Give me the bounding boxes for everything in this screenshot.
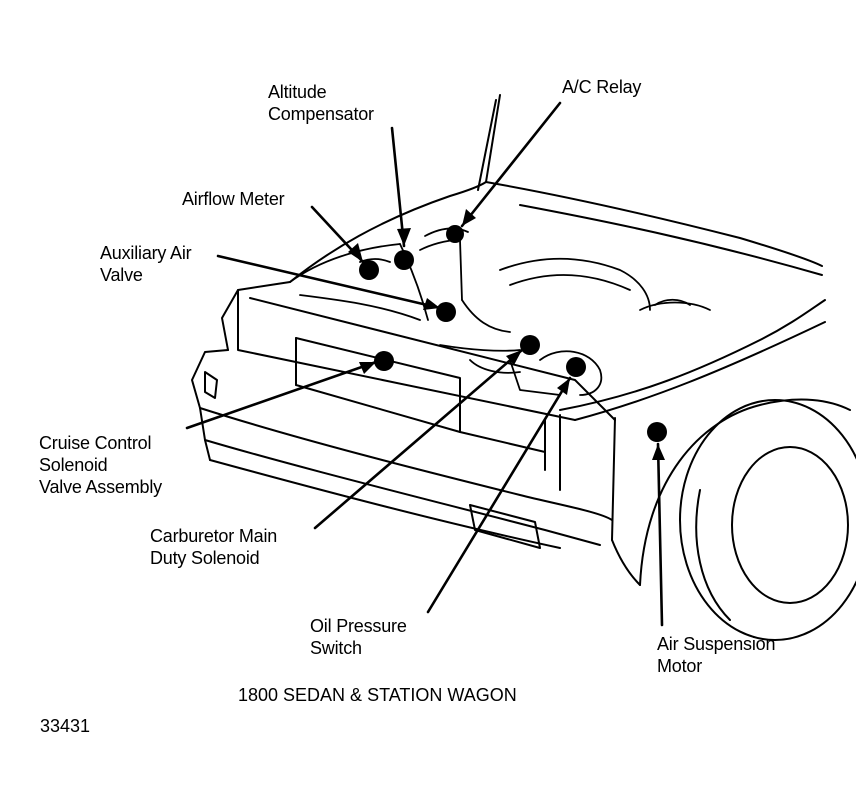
front-wheel xyxy=(679,399,856,641)
leader-oil-pressure xyxy=(426,376,572,614)
arrowhead-cruise xyxy=(359,362,376,374)
figure-caption: 1800 SEDAN & STATION WAGON xyxy=(238,685,517,705)
marker-ac-relay xyxy=(446,225,464,243)
label-cruise-control: Cruise Control Solenoid Valve Assembly xyxy=(39,432,162,498)
marker-oil-pressure xyxy=(566,357,586,377)
label-line: Motor xyxy=(657,656,703,676)
label-line: A/C Relay xyxy=(562,77,642,97)
label-airflow-meter: Airflow Meter xyxy=(182,188,285,210)
label-altitude-compensator: Altitude Compensator xyxy=(268,81,374,125)
label-line: Oil Pressure xyxy=(310,616,407,636)
label-line: Solenoid xyxy=(39,455,108,475)
arrowhead-oil xyxy=(557,378,570,395)
raised-hood xyxy=(289,94,501,283)
label-line: Valve Assembly xyxy=(39,477,162,497)
arrowhead-ac-relay xyxy=(462,209,476,226)
arrowhead-airflow xyxy=(348,243,363,262)
label-line: Cruise Control xyxy=(39,433,152,453)
grille xyxy=(237,289,616,491)
label-line: Valve xyxy=(100,265,143,285)
marker-air-suspension xyxy=(647,422,667,442)
leader-cruise-control xyxy=(185,360,378,430)
arrowhead-air-susp xyxy=(652,444,665,460)
label-oil-pressure-switch: Oil Pressure Switch xyxy=(310,615,407,659)
arrowheads xyxy=(348,209,665,460)
label-line: Carburetor Main xyxy=(150,526,278,546)
label-air-suspension-motor: Air Suspension Motor xyxy=(657,633,775,677)
label-auxiliary-air-valve: Auxiliary Air Valve xyxy=(100,242,192,286)
front-bumper xyxy=(191,349,613,549)
label-line: Duty Solenoid xyxy=(150,548,260,568)
arrowhead-altitude xyxy=(397,228,411,246)
label-line: Switch xyxy=(310,638,362,658)
car-body-outline xyxy=(221,181,851,586)
label-line: Auxiliary Air xyxy=(100,243,192,263)
leader-lines xyxy=(185,101,664,627)
leader-altitude-compensator xyxy=(390,126,406,248)
marker-auxiliary-air-valve xyxy=(436,302,456,322)
leader-air-suspension xyxy=(656,442,664,627)
marker-altitude-compensator xyxy=(394,250,414,270)
label-carburetor-main-duty: Carburetor Main Duty Solenoid xyxy=(150,525,277,569)
marker-airflow-meter xyxy=(359,260,379,280)
label-line: Air Suspension xyxy=(657,634,776,654)
marker-carburetor xyxy=(520,335,540,355)
label-line: Airflow Meter xyxy=(182,189,285,209)
leader-carburetor xyxy=(313,348,524,530)
label-line: Compensator xyxy=(268,104,374,124)
leader-auxiliary-air-valve xyxy=(216,254,442,310)
label-line: Altitude xyxy=(268,82,327,102)
figure-number: 33431 xyxy=(40,716,91,736)
label-ac-relay: A/C Relay xyxy=(562,76,641,98)
marker-cruise-control xyxy=(374,351,394,371)
leader-ac-relay xyxy=(460,101,562,228)
component-markers xyxy=(359,225,667,442)
arrowhead-carb xyxy=(506,350,522,365)
arrowhead-aux-air xyxy=(423,298,440,310)
